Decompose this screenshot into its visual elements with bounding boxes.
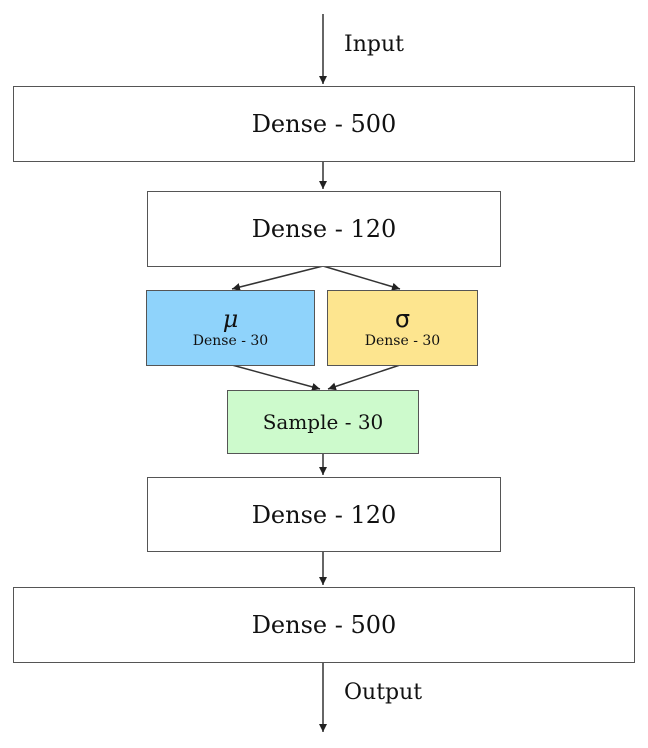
mu-symbol: μ [222,305,239,333]
sigma-layer: σ Dense - 30 [327,290,478,366]
layer-label: Dense - 120 [251,215,397,243]
arrow-120-to-sigma [322,265,401,291]
layer-label: Dense - 500 [251,611,397,639]
arrow-mu-to-sample [231,364,321,391]
output-label: Output [344,680,423,705]
sigma-symbol: σ [394,305,411,333]
arrow-120-to-mu [231,265,324,291]
dense-500-bottom-layer: Dense - 500 [13,587,635,663]
mu-layer: μ Dense - 30 [146,290,315,366]
layer-label: Dense - 120 [251,500,397,529]
sample-layer: Sample - 30 [227,390,419,454]
input-label: Input [344,32,404,57]
layer-label: Sample - 30 [262,410,384,434]
dense-120-top-layer: Dense - 120 [147,191,501,267]
layer-label: Dense - 30 [192,333,269,349]
layer-label: Dense - 500 [251,110,397,138]
dense-120-bottom-layer: Dense - 120 [147,477,501,552]
arrow-sigma-to-sample [327,364,401,391]
dense-500-top-layer: Dense - 500 [13,86,635,162]
layer-label: Dense - 30 [364,333,441,349]
